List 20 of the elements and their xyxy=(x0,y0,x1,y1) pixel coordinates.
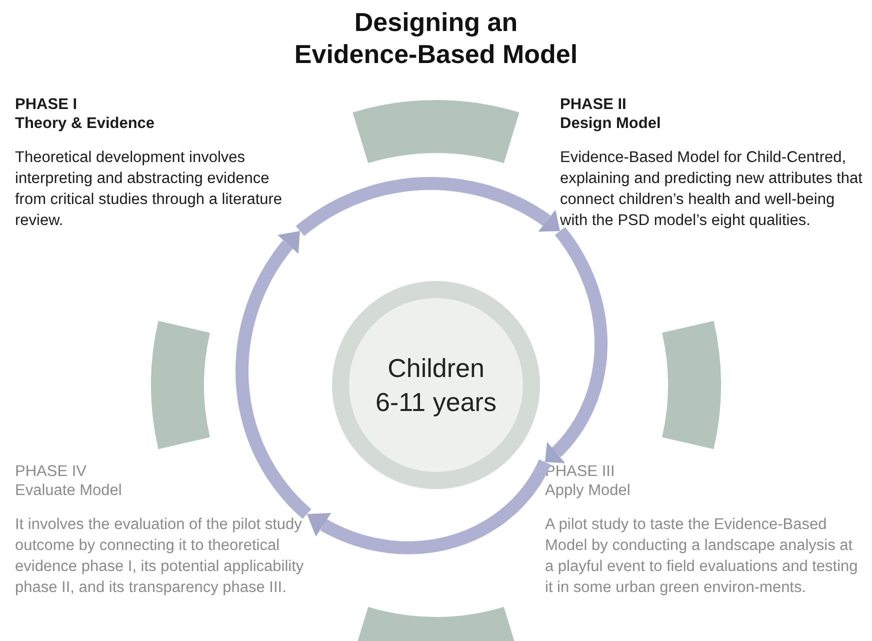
cycle-arrow xyxy=(545,226,608,464)
phase-number: PHASE I xyxy=(15,95,78,114)
ring-segment xyxy=(662,320,721,450)
diagram-title: Designing an Evidence-Based Model xyxy=(294,6,578,70)
cycle-arrow xyxy=(296,177,560,236)
phase-name: Design Model xyxy=(560,114,661,133)
phase-name: Apply Model xyxy=(545,481,630,500)
phase-description: It involves the evaluation of the pilot study outcome by connecting it to theoretical evidence phase I, its potential applicability phase II, and its transparency phase III. xyxy=(15,515,305,598)
cycle-arrow xyxy=(236,231,312,519)
phase-name: Evaluate Model xyxy=(15,481,122,500)
ring-segment xyxy=(352,100,520,164)
phase-description: Evidence-Based Model for Child-Centred, explaining and predicting new attributes that connect children’s health and well-being with the PSD model’s eight qualities. xyxy=(560,148,864,231)
phase-description: A pilot study to taste the Evidence-Based Model by conducting a landscape analysis at a playful event to field evaluations and testing it in some urban green environ-ments. xyxy=(545,515,859,598)
phase-description: Theoretical development involves interpreting and abstracting evidence from critical studies through a literature review. xyxy=(15,148,284,231)
phase-name: Theory & Evidence xyxy=(15,114,155,133)
phase-number: PHASE II xyxy=(560,95,626,114)
phase-number: PHASE IV xyxy=(15,462,86,481)
cycle-arrow xyxy=(307,458,551,554)
center-label: Children 6-11 years xyxy=(376,352,496,419)
ring-segment xyxy=(151,320,210,450)
